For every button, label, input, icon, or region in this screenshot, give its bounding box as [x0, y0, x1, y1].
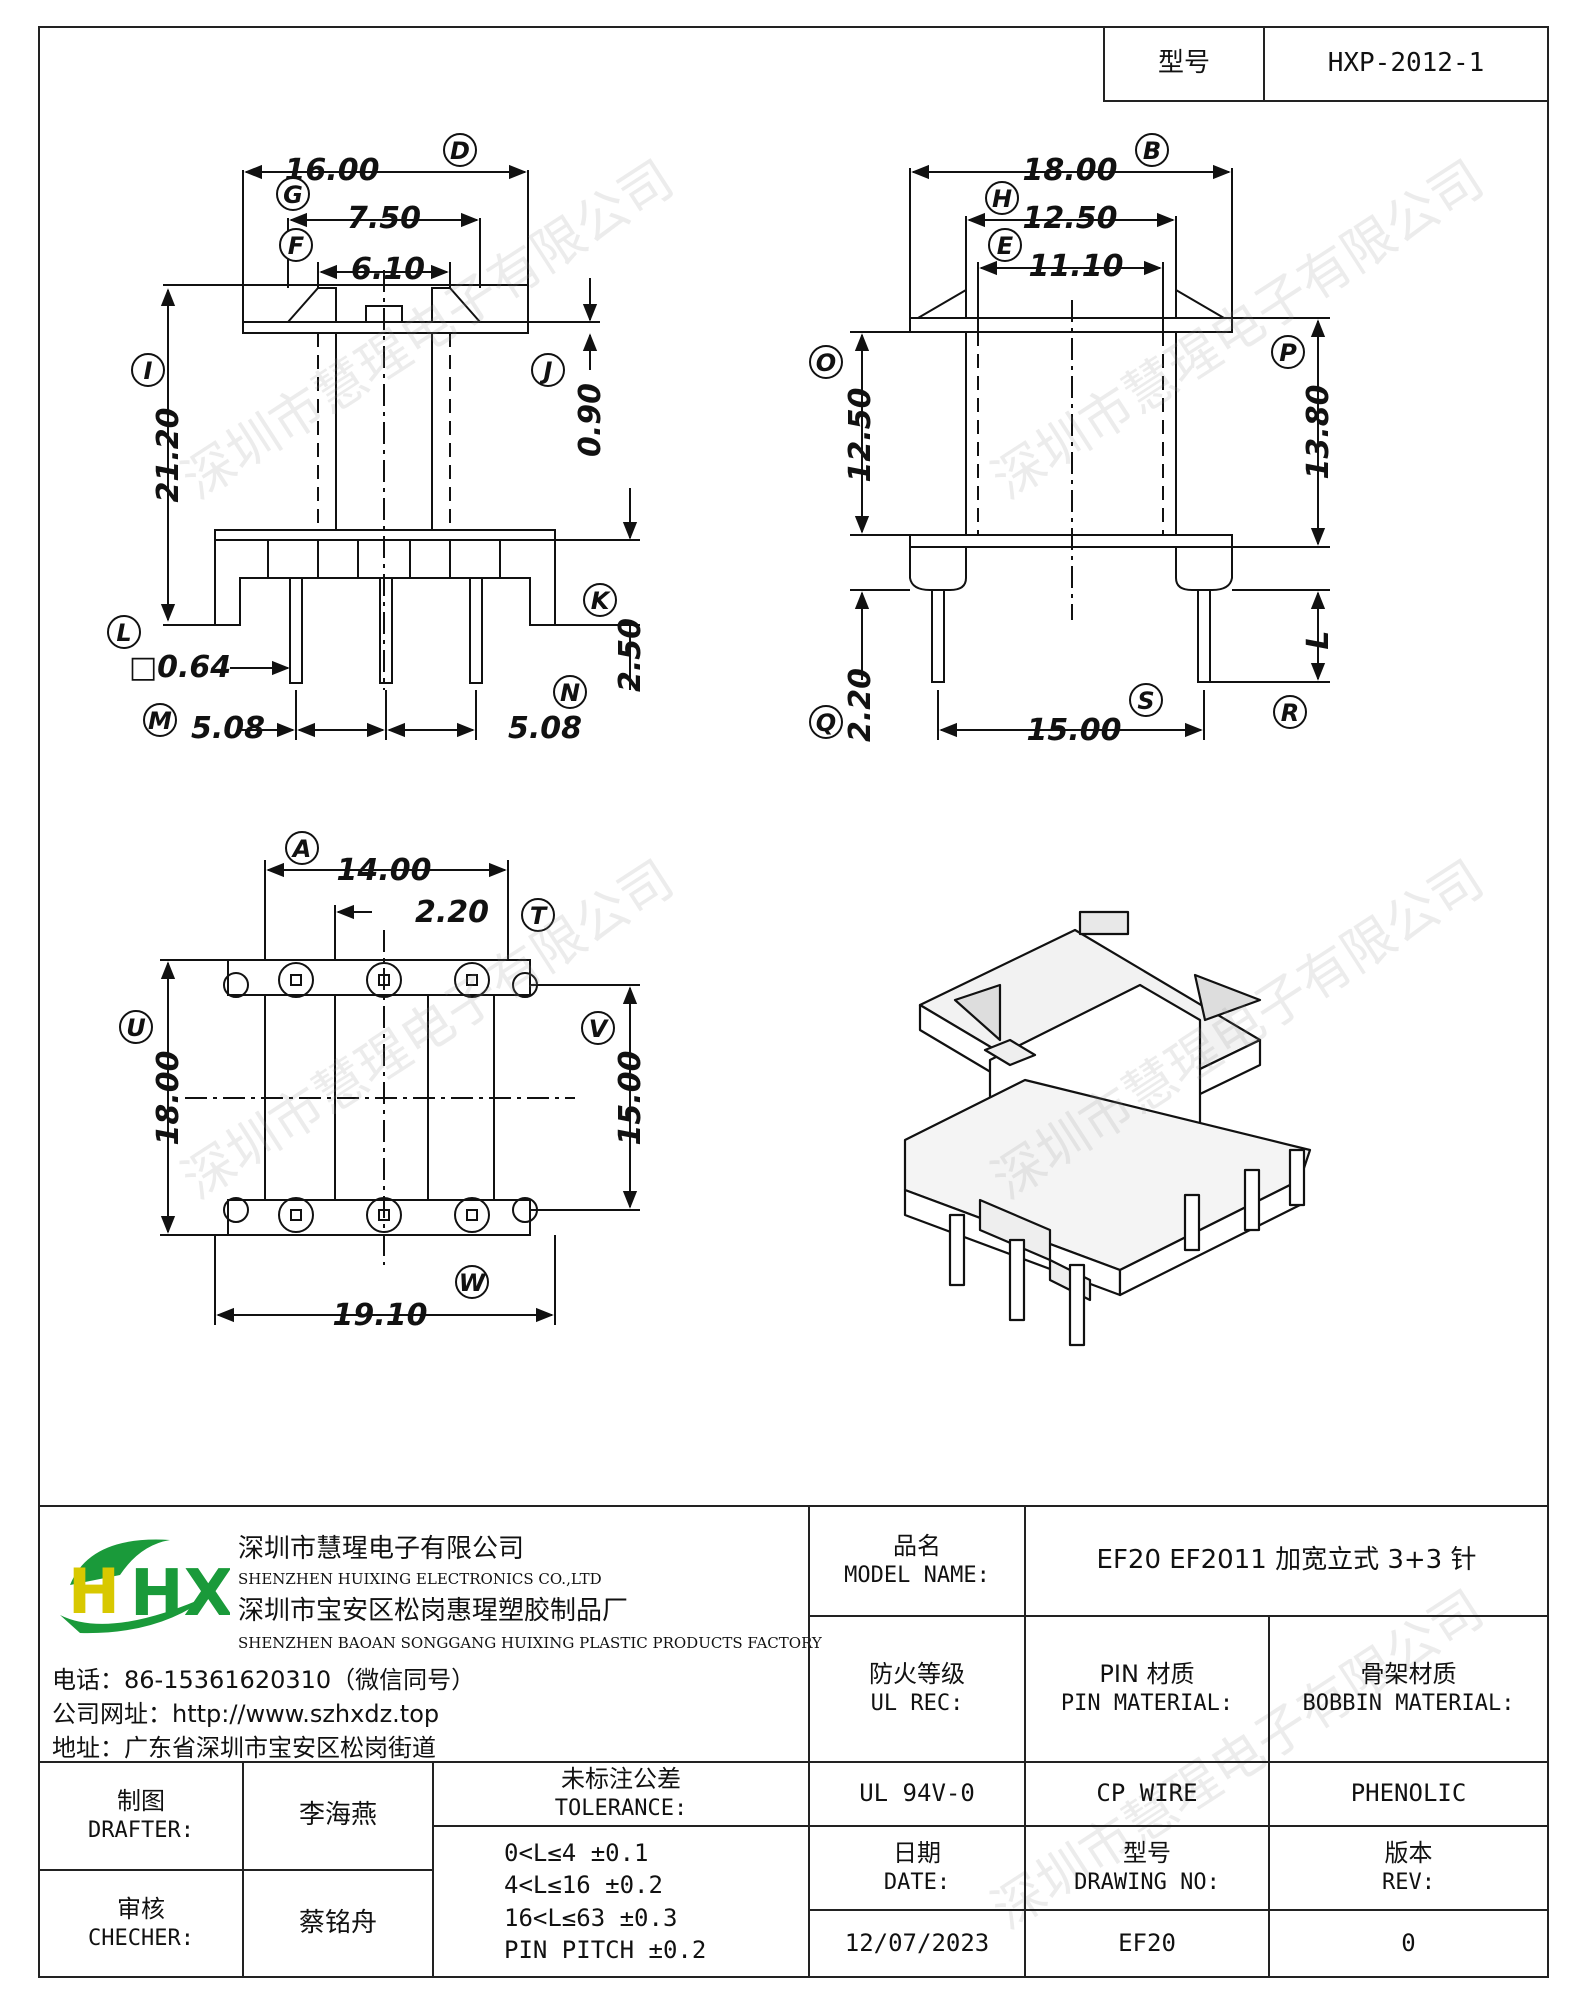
label-N: N: [560, 679, 580, 707]
factory-name-cn: 深圳市宝安区松岗惠瑆塑胶制品厂: [238, 1596, 629, 1626]
date-value: 12/07/2023: [808, 1909, 1026, 1978]
label-R: R: [1281, 699, 1299, 727]
dim-H-value: 12.50: [1023, 201, 1118, 236]
label-K: K: [591, 587, 612, 615]
dim-L-value: □0.64: [129, 650, 231, 685]
label-G: G: [283, 181, 303, 209]
label-I: I: [144, 357, 153, 385]
dim-A-value: 14.00: [337, 853, 432, 888]
company-website: 公司网址：http://www.szhxdz.top: [52, 1700, 440, 1728]
label-V: V: [589, 1015, 610, 1043]
dim-Q-value: 2.20: [843, 668, 878, 742]
company-name-en: SHENZHEN HUIXING ELECTRONICS CO.,LTD: [238, 1570, 602, 1588]
dim-T-value: 2.20: [415, 895, 489, 930]
dim-F-value: 6.10: [351, 252, 425, 287]
label-D: D: [450, 137, 470, 165]
label-O: O: [816, 349, 836, 377]
label-E: E: [997, 232, 1014, 260]
label-S: S: [1137, 687, 1154, 715]
dim-V-value: 15.00: [613, 1051, 648, 1146]
dim-U-value: 18.00: [151, 1051, 186, 1146]
dim-K-value: 2.50: [613, 618, 648, 692]
side-view: [850, 164, 1330, 740]
label-P: P: [1279, 339, 1297, 367]
checker-value: 蔡铭舟: [242, 1869, 434, 1978]
bobbin-material-value: PHENOLIC: [1268, 1761, 1549, 1827]
factory-name-en: SHENZHEN BAOAN SONGGANG HUIXING PLASTIC …: [238, 1634, 822, 1652]
tolerance-list: 0<L≤4 ±0.1 4<L≤16 ±0.2 16<L≤63 ±0.3 PIN …: [432, 1825, 810, 1978]
company-phone: 电话：86-15361620310（微信同号）: [52, 1666, 476, 1694]
dim-P-value: 13.80: [1301, 385, 1336, 480]
ul-value: UL 94V-0: [808, 1761, 1026, 1827]
drawing-no-value: EF20: [1024, 1909, 1270, 1978]
label-F: F: [288, 232, 305, 260]
header-model-value: HXP-2012-1: [1263, 26, 1549, 102]
tolerance-row: 16<L≤63 ±0.3: [504, 1903, 678, 1932]
label-J: J: [540, 357, 553, 385]
label-Q: Q: [816, 709, 836, 737]
drafter-value: 李海燕: [242, 1761, 434, 1871]
dim-G-value: 7.50: [347, 201, 421, 236]
dim-J-value: 0.90: [573, 383, 608, 457]
model-name-value: EF20 EF2011 加宽立式 3+3 针: [1024, 1505, 1549, 1617]
dim-N-value: 5.08: [508, 711, 582, 746]
dim-W-value: 19.10: [333, 1298, 428, 1333]
company-address: 地址：广东省深圳市宝安区松岗街道: [52, 1734, 436, 1762]
pin-material-value: CP WIRE: [1024, 1761, 1270, 1827]
bottom-view: [160, 860, 640, 1325]
svg-text:H: H: [68, 1555, 120, 1628]
side-view-labels: 18.00 12.50 11.10 12.50 13.80 2.20 15.00…: [809, 133, 1336, 748]
technical-drawing: 16.00 7.50 6.10 21.20 0.90 2.50 □0.64 5.…: [107, 133, 1336, 1347]
dim-S-value: 15.00: [1027, 713, 1122, 748]
label-H: H: [992, 185, 1012, 213]
dim-O-value: 12.50: [843, 388, 878, 483]
dim-R-L-value: L: [1301, 630, 1336, 649]
label-T: T: [530, 902, 548, 930]
tolerance-row: PIN PITCH ±0.2: [504, 1935, 707, 1964]
dim-M-value: 5.08: [191, 711, 265, 746]
label-A: A: [291, 835, 312, 863]
tolerance-row: 0<L≤4 ±0.1: [504, 1838, 649, 1867]
company-logo: H HX: [50, 1525, 233, 1645]
label-L: L: [116, 619, 131, 647]
label-U: U: [126, 1014, 146, 1042]
isometric-view: [903, 910, 1312, 1347]
bottom-view-labels: 14.00 2.20 18.00 15.00 19.10 A T U V W: [119, 831, 648, 1333]
label-B: B: [1143, 137, 1161, 165]
front-view: [160, 164, 640, 740]
dim-B-value: 18.00: [1023, 153, 1118, 188]
dim-I-value: 21.20: [151, 408, 186, 503]
front-view-labels: 16.00 7.50 6.10 21.20 0.90 2.50 □0.64 5.…: [107, 133, 648, 746]
label-M: M: [148, 707, 172, 735]
company-name-cn: 深圳市慧瑆电子有限公司: [238, 1534, 525, 1564]
logo-text: HX: [130, 1557, 230, 1631]
label-W: W: [459, 1269, 487, 1297]
tolerance-row: 4<L≤16 ±0.2: [504, 1871, 663, 1900]
dim-E-value: 11.10: [1029, 249, 1124, 284]
rev-value: 0: [1268, 1909, 1549, 1978]
